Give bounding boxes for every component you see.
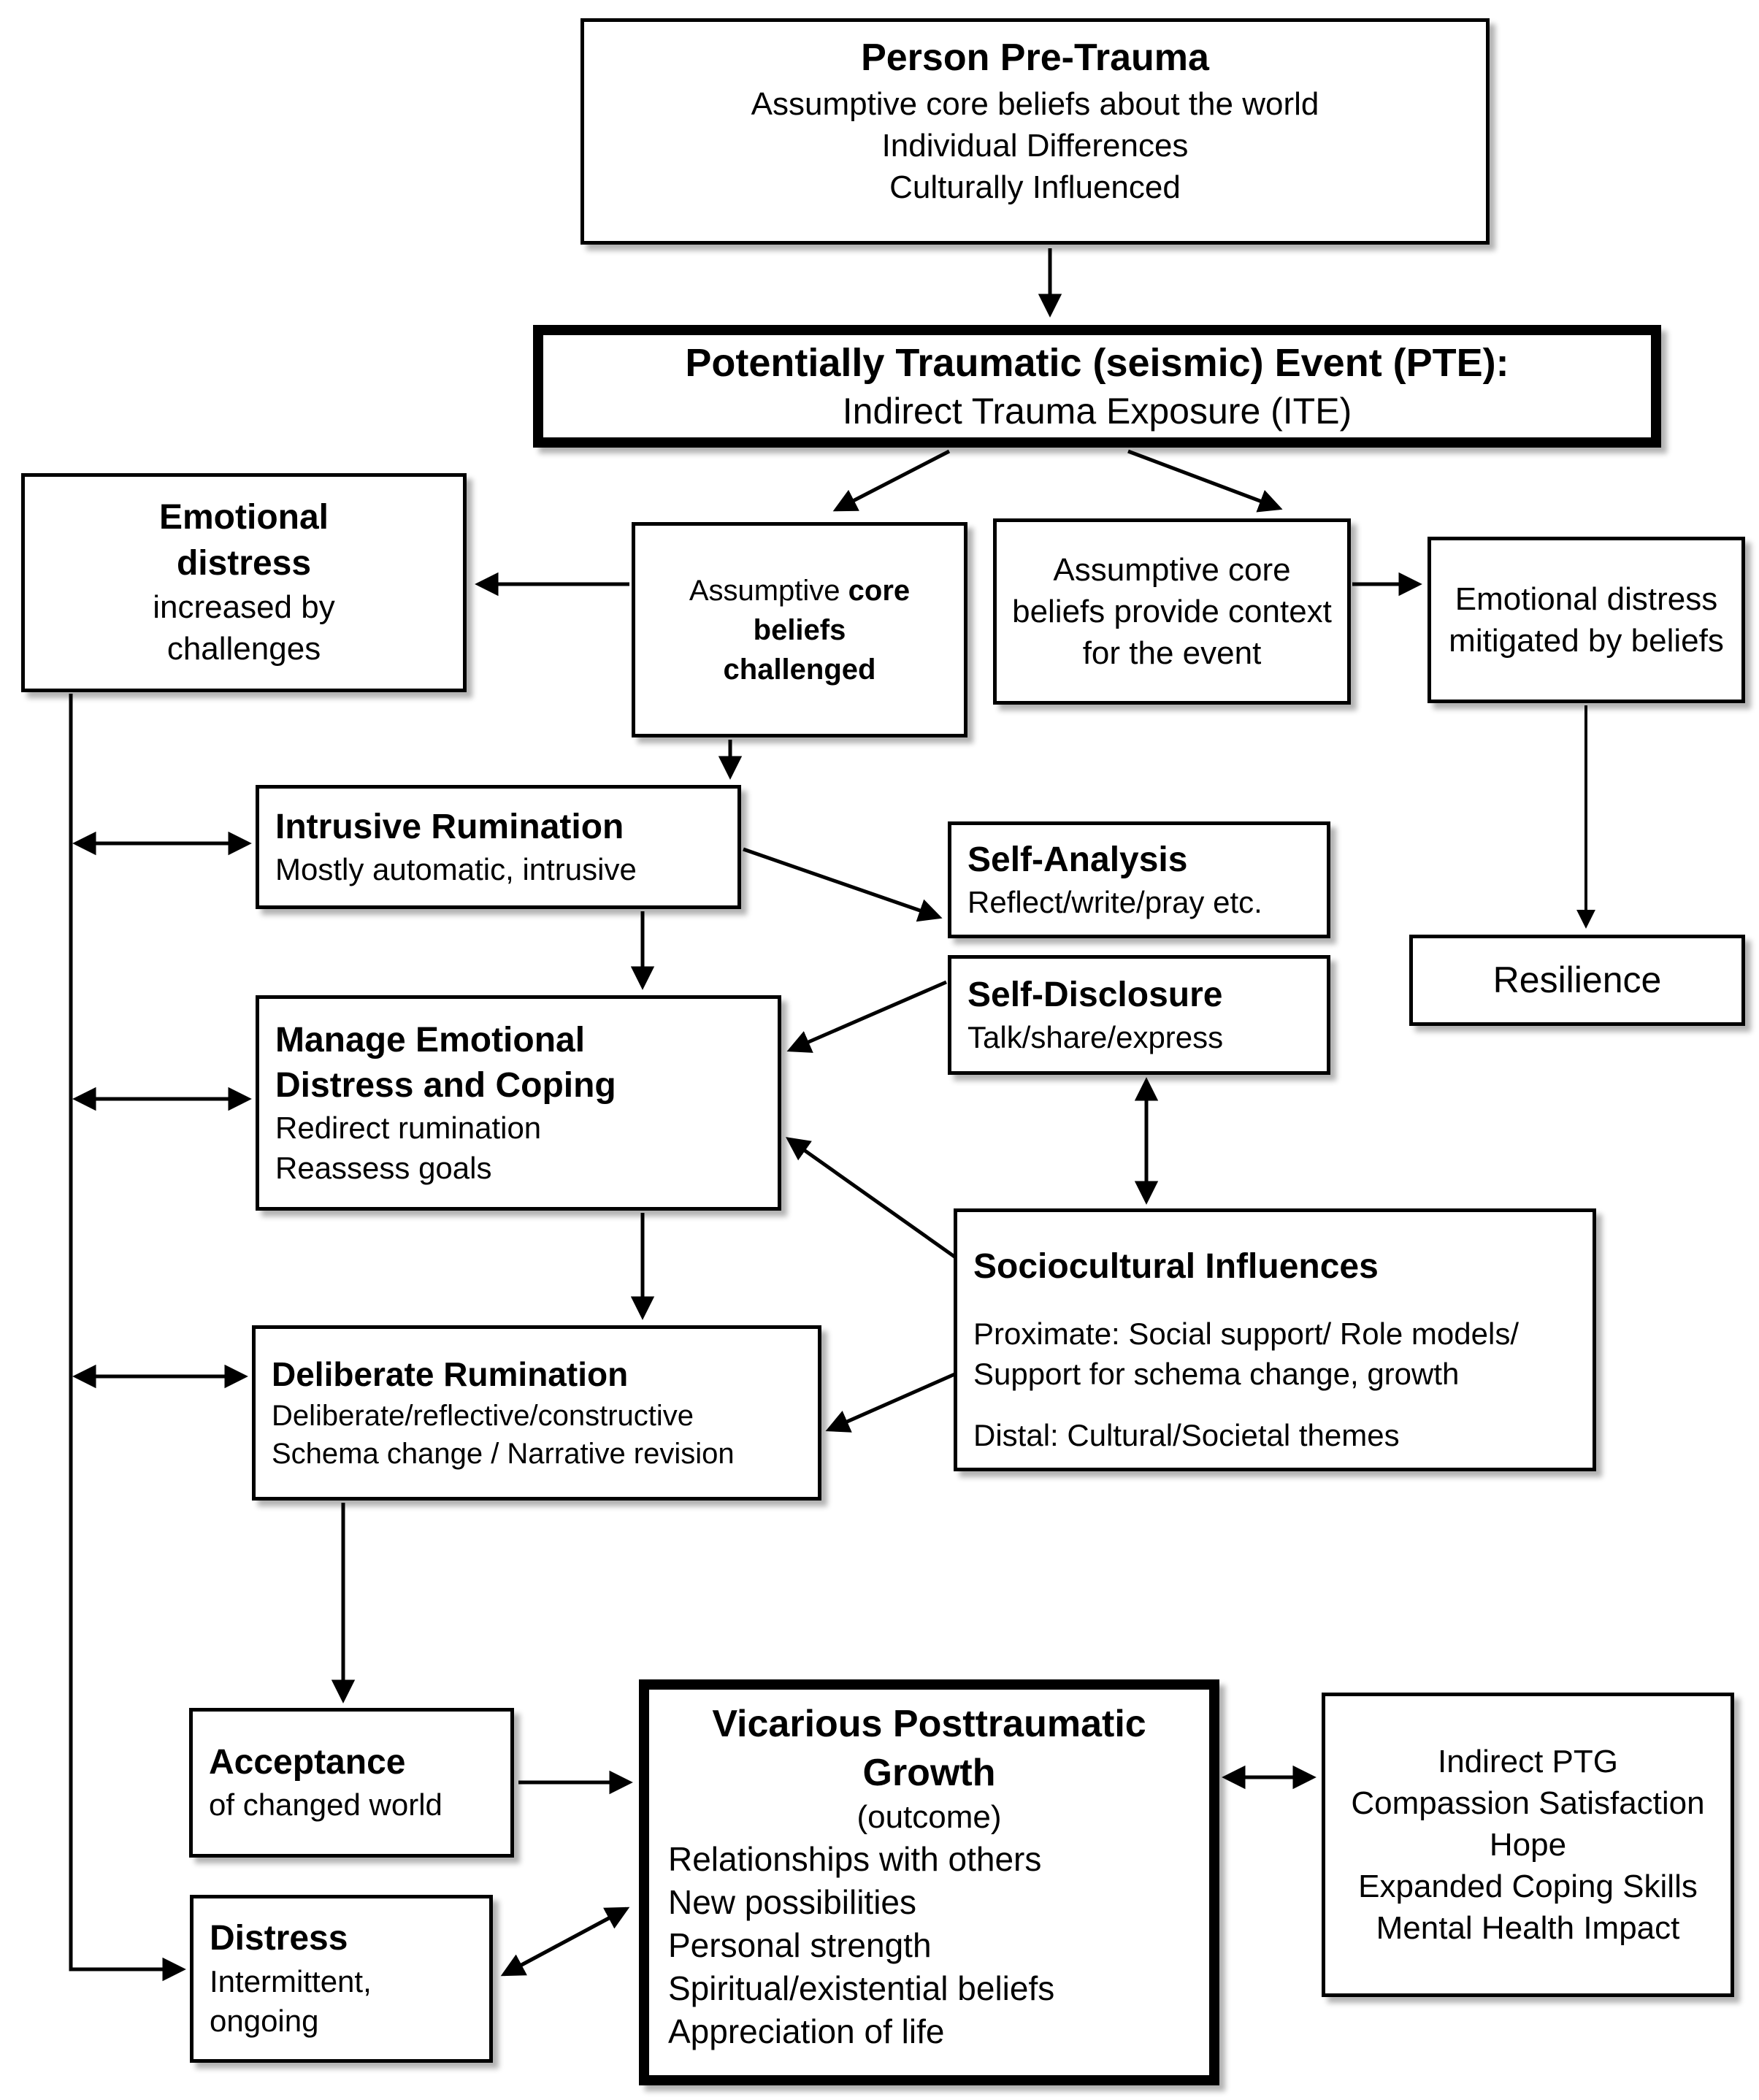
box-beliefs-provide-context: Assumptive core beliefs provide context …	[993, 518, 1351, 705]
box-distress-intermittent: Distress Intermittent, ongoing	[190, 1895, 493, 2063]
indirect-item-2: Compassion Satisfaction	[1351, 1785, 1705, 1821]
vpg-subtitle: (outcome)	[856, 1799, 1002, 1836]
vpg-title-1: Vicarious Posttraumatic	[712, 1703, 1146, 1745]
indirect-item-5: Mental Health Impact	[1376, 1910, 1680, 1947]
emo-title-2: distress	[176, 543, 312, 583]
distress-line-1: Intermittent,	[210, 1963, 372, 1999]
context-line-2: beliefs provide context	[1012, 593, 1332, 629]
acceptance-line: of changed world	[209, 1787, 442, 1823]
emo-line-1: increased by	[153, 589, 335, 626]
sociocultural-line-3: Distal: Cultural/Societal themes	[973, 1418, 1400, 1453]
context-line-3: for the event	[1082, 635, 1262, 672]
challenged-line-3: challenged	[723, 653, 876, 686]
challenged-prefix: Assumptive	[689, 574, 848, 607]
left-rail-to-distress	[69, 694, 186, 1982]
deliberate-line-1: Deliberate/reflective/constructive	[272, 1399, 694, 1432]
arrow-sociocultural-to-deliberate	[825, 1371, 959, 1433]
context-line-1: Assumptive core	[1053, 551, 1291, 588]
indirect-item-3: Hope	[1489, 1826, 1567, 1863]
vpg-item-1: Relationships with others	[668, 1840, 1042, 1879]
box-manage-emotional-distress: Manage Emotional Distress and Coping Red…	[256, 995, 781, 1211]
person-line-1: Assumptive core beliefs about the world	[751, 85, 1319, 122]
pte-subtitle: Indirect Trauma Exposure (ITE)	[842, 390, 1352, 432]
manage-title-2: Distress and Coping	[275, 1065, 616, 1105]
box-beliefs-challenged: Assumptive core beliefs challenged	[632, 522, 967, 737]
indirect-item-4: Expanded Coping Skills	[1358, 1869, 1698, 1905]
self-analysis-title: Self-Analysis	[967, 840, 1188, 879]
manage-line-1: Redirect rumination	[275, 1111, 542, 1146]
box-sociocultural-influences: Sociocultural Influences Proximate: Soci…	[954, 1208, 1596, 1471]
person-line-3: Culturally Influenced	[889, 169, 1181, 205]
intrusive-title: Intrusive Rumination	[275, 807, 624, 846]
self-analysis-line: Reflect/write/pray etc.	[967, 884, 1262, 919]
distress-title: Distress	[210, 1919, 348, 1958]
distress-line-2: ongoing	[210, 2004, 319, 2039]
vpg-item-2: New possibilities	[668, 1883, 917, 1922]
box-deliberate-rumination: Deliberate Rumination Deliberate/reflect…	[252, 1325, 821, 1501]
vpg-item-5: Appreciation of life	[668, 2012, 945, 2050]
pte-title: Potentially Traumatic (seismic) Event (P…	[685, 341, 1509, 385]
challenged-core: core	[848, 574, 911, 607]
challenged-line-1: Assumptive core	[689, 571, 910, 610]
sociocultural-line-2: Support for schema change, growth	[973, 1356, 1460, 1391]
mitigated-line-1: Emotional distress	[1455, 580, 1718, 617]
intrusive-line: Mostly automatic, intrusive	[275, 851, 637, 886]
box-emotional-distress-increased: Emotional distress increased by challeng…	[21, 473, 467, 692]
box-person-pre-trauma: Person Pre-Trauma Assumptive core belief…	[580, 18, 1490, 245]
arrow-self-disclosure-to-manage	[786, 980, 947, 1053]
arrow-pte-to-beliefs-challenged	[832, 449, 951, 512]
acceptance-title: Acceptance	[209, 1743, 406, 1782]
deliberate-line-2: Schema change / Narrative revision	[272, 1437, 735, 1470]
arrow-sociocultural-to-manage	[786, 1137, 958, 1260]
vpg-title-2: Growth	[862, 1751, 996, 1794]
box-resilience: Resilience	[1409, 935, 1745, 1026]
person-line-2: Individual Differences	[881, 127, 1189, 164]
arrow-pte-to-provide-context	[1127, 449, 1283, 513]
mitigated-line-2: mitigated by beliefs	[1449, 623, 1724, 659]
deliberate-title: Deliberate Rumination	[272, 1355, 629, 1394]
box-self-analysis: Self-Analysis Reflect/write/pray etc.	[948, 821, 1330, 938]
vpg-item-3: Personal strength	[668, 1926, 932, 1965]
box-intrusive-rumination: Intrusive Rumination Mostly automatic, i…	[256, 785, 741, 909]
manage-title-1: Manage Emotional	[275, 1020, 586, 1059]
box-acceptance: Acceptance of changed world	[189, 1708, 514, 1858]
person-title: Person Pre-Trauma	[861, 37, 1209, 79]
indirect-item-1: Indirect PTG	[1438, 1743, 1618, 1779]
sociocultural-title: Sociocultural Influences	[973, 1246, 1379, 1286]
emo-title-1: Emotional	[158, 498, 329, 537]
box-self-disclosure: Self-Disclosure Talk/share/express	[948, 955, 1330, 1075]
challenged-line-2: beliefs	[753, 613, 846, 646]
arrow-vpg-distress	[500, 1907, 628, 1977]
resilience-label: Resilience	[1492, 959, 1662, 1000]
box-potentially-traumatic-event: Potentially Traumatic (seismic) Event (P…	[533, 325, 1661, 448]
emo-line-2: challenges	[166, 631, 321, 667]
sociocultural-line-1: Proximate: Social support/ Role models/	[973, 1317, 1519, 1352]
box-distress-mitigated: Emotional distress mitigated by beliefs	[1427, 537, 1745, 703]
arrow-intrusive-to-self-analysis	[743, 847, 943, 922]
vpg-item-4: Spiritual/existential beliefs	[668, 1969, 1055, 2008]
box-vicarious-posttraumatic-growth: Vicarious Posttraumatic Growth (outcome)…	[639, 1679, 1219, 2085]
box-indirect-ptg-outcomes: Indirect PTG Compassion Satisfaction Hop…	[1322, 1693, 1734, 1997]
self-disclosure-line: Talk/share/express	[967, 1019, 1224, 1054]
manage-line-2: Reassess goals	[275, 1150, 492, 1185]
self-disclosure-title: Self-Disclosure	[967, 975, 1223, 1014]
